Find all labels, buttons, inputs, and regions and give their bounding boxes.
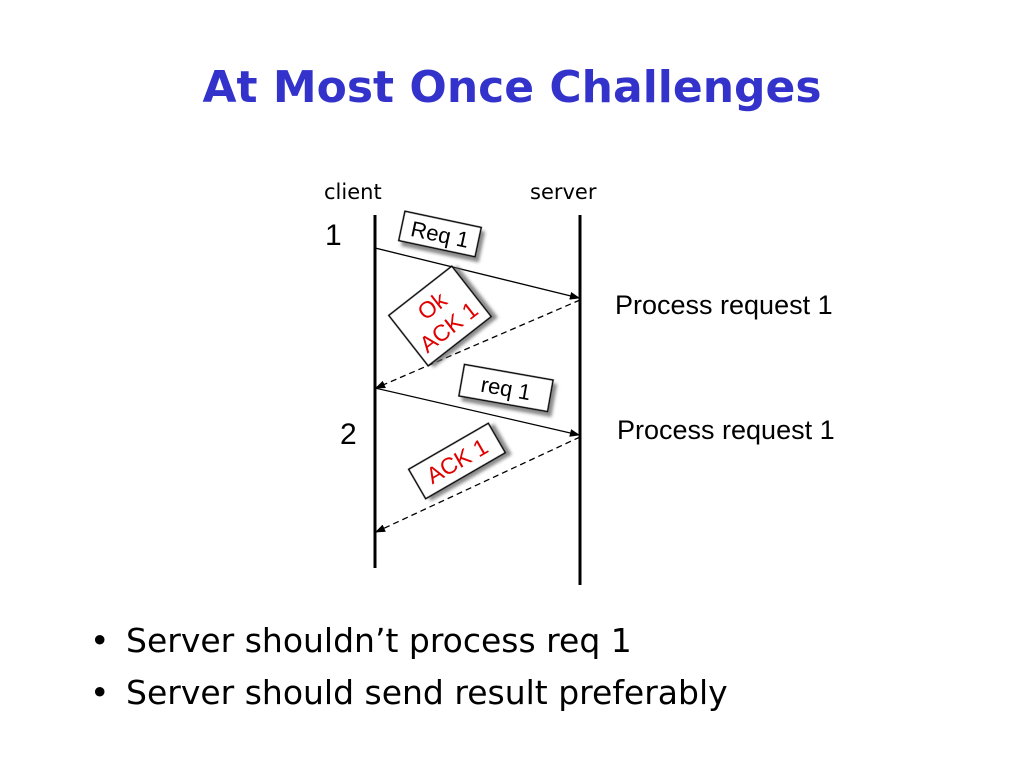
req1-retry-label-box: req 1	[458, 363, 554, 413]
bullet-dot: •	[90, 673, 110, 712]
ok-ack-label-box: Ok ACK 1	[387, 265, 493, 367]
server-note-2: Process request 1	[617, 415, 835, 445]
bullet-item: • Server shouldn’t process req 1	[90, 615, 728, 667]
ack-arrow-2	[374, 436, 581, 533]
server-label: server	[530, 180, 597, 204]
bullet-text: Server shouldn’t process req 1	[126, 621, 632, 660]
bullet-dot: •	[90, 621, 110, 660]
bullet-list: • Server shouldn’t process req 1 • Server …	[90, 615, 728, 719]
slide-title: At Most Once Challenges	[202, 62, 822, 113]
request-arrow-1	[374, 247, 581, 300]
bullet-item: • Server should send result preferably	[90, 667, 728, 719]
client-label: client	[324, 180, 382, 204]
ack1-second-label-box: ACK 1	[407, 422, 507, 500]
step-number-2: 2	[340, 418, 357, 451]
server-note-1: Process request 1	[615, 290, 833, 320]
request-arrow-retry	[374, 387, 581, 437]
req1-label-box: Req 1	[397, 210, 483, 258]
ack-arrow-1	[374, 299, 581, 389]
step-number-1: 1	[325, 219, 342, 252]
bullet-text: Server should send result preferably	[126, 673, 728, 712]
